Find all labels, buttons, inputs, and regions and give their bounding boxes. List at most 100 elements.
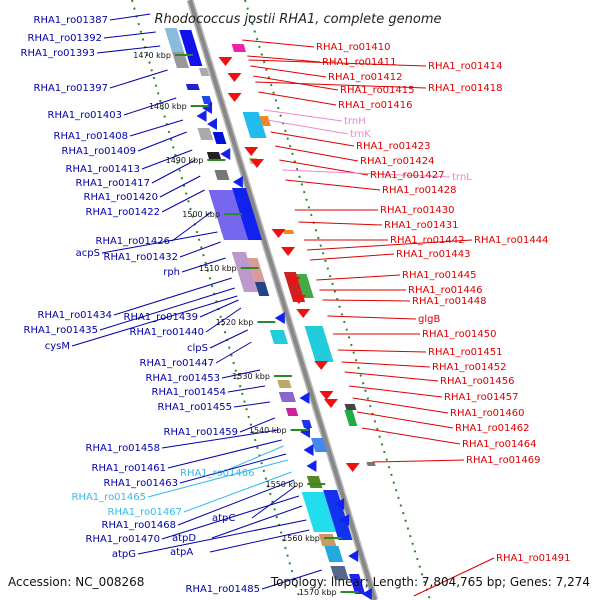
- plus-label-connector: [310, 253, 395, 261]
- plus-gene-label[interactable]: RHA1_ro01446: [408, 285, 483, 296]
- plus-gene-label[interactable]: RHA1_ro01415: [340, 85, 415, 96]
- plus-gene-label[interactable]: RHA1_ro01452: [432, 362, 507, 373]
- minus-gene-label[interactable]: RHA1_ro01403: [48, 110, 123, 121]
- minus-gene-label[interactable]: RHA1_ro01461: [92, 463, 167, 474]
- minus-gene-label[interactable]: RHA1_ro01408: [54, 131, 129, 142]
- minus-label-connector: [251, 485, 297, 519]
- plus-gene-label[interactable]: glgB: [418, 314, 440, 325]
- minus-gene-arrow: [306, 460, 317, 472]
- minus-label-connector: [179, 241, 221, 258]
- plus-gene-label[interactable]: RHA1_ro01414: [428, 61, 503, 72]
- minus-gene-label[interactable]: atpC: [212, 513, 235, 524]
- minus-gene-label[interactable]: RHA1_ro01387: [34, 15, 109, 26]
- minus-gene-label[interactable]: RHA1_ro01435: [24, 325, 99, 336]
- minus-gene-label[interactable]: RHA1_ro01422: [86, 207, 161, 218]
- minus-gene-label[interactable]: RHA1_ro01454: [152, 387, 227, 398]
- minus-gene-label[interactable]: RHA1_ro01458: [86, 443, 161, 454]
- minus-gene-label[interactable]: RHA1_ro01465: [72, 492, 147, 503]
- minus-gene-label[interactable]: RHA1_ro01485: [186, 584, 261, 595]
- plus-gene-label[interactable]: RHA1_ro01451: [428, 347, 503, 358]
- plus-gene-label[interactable]: RHA1_ro01457: [444, 392, 519, 403]
- plus-gene-arrow: [345, 463, 360, 472]
- plus-gene-label[interactable]: RHA1_ro01430: [380, 205, 455, 216]
- plus-gene-label[interactable]: RHA1_ro01464: [462, 439, 537, 450]
- plus-gene-label[interactable]: RHA1_ro01448: [412, 296, 487, 307]
- minus-gene-label[interactable]: RHA1_ro01447: [140, 358, 215, 369]
- minus-gene-label[interactable]: atpG: [112, 549, 136, 560]
- plus-gene-label[interactable]: trnK: [350, 129, 371, 140]
- minus-gene-arrow: [348, 550, 359, 562]
- minus-gene-label[interactable]: RHA1_ro01440: [130, 327, 205, 338]
- minus-gene-block: [197, 128, 214, 140]
- minus-gene-block: [201, 96, 213, 104]
- plus-gene-label[interactable]: RHA1_ro01416: [338, 100, 413, 111]
- minus-label-connector: [137, 131, 187, 152]
- minus-label-connector: [147, 459, 288, 498]
- minus-label-connector: [183, 471, 292, 513]
- minus-gene-block: [254, 282, 270, 296]
- minus-gene-label[interactable]: atpD: [172, 533, 196, 544]
- plus-label-connector: [282, 169, 451, 178]
- minus-gene-label[interactable]: RHA1_ro01466: [180, 468, 255, 479]
- minus-gene-label[interactable]: cysM: [45, 341, 70, 352]
- minus-gene-label[interactable]: RHA1_ro01413: [66, 164, 141, 175]
- plus-gene-label[interactable]: RHA1_ro01443: [396, 249, 471, 260]
- plus-gene-label[interactable]: RHA1_ro01410: [316, 42, 391, 53]
- minus-gene-label[interactable]: RHA1_ro01439: [124, 312, 199, 323]
- plus-gene-label[interactable]: RHA1_ro01424: [360, 156, 435, 167]
- minus-gene-label[interactable]: RHA1_ro01470: [86, 534, 161, 545]
- plus-gene-label[interactable]: RHA1_ro01423: [356, 141, 431, 152]
- plus-gene-label[interactable]: RHA1_ro01456: [440, 376, 515, 387]
- plus-gene-label[interactable]: RHA1_ro01469: [466, 455, 541, 466]
- minus-label-connector: [113, 277, 232, 316]
- minus-gene-arrow: [196, 110, 207, 122]
- minus-gene-block: [277, 380, 292, 388]
- minus-label-connector: [109, 13, 151, 21]
- minus-gene-label[interactable]: RHA1_ro01468: [102, 520, 177, 531]
- minus-gene-label[interactable]: clpS: [187, 343, 208, 354]
- minus-gene-label[interactable]: RHA1_ro01432: [104, 252, 179, 263]
- plus-gene-label[interactable]: RHA1_ro01445: [402, 270, 477, 281]
- plus-gene-label[interactable]: RHA1_ro01412: [328, 72, 403, 83]
- minus-gene-label[interactable]: RHA1_ro01409: [62, 146, 137, 157]
- plus-gene-arrow: [314, 361, 329, 370]
- plus-gene-label[interactable]: RHA1_ro01428: [382, 185, 457, 196]
- minus-gene-label[interactable]: RHA1_ro01392: [28, 33, 103, 44]
- minus-gene-block: [206, 152, 222, 160]
- minus-label-connector: [221, 369, 261, 379]
- plus-gene-label[interactable]: RHA1_ro01411: [322, 57, 397, 68]
- plus-gene-label[interactable]: RHA1_ro01462: [455, 423, 530, 434]
- plus-gene-label[interactable]: trnH: [344, 116, 366, 127]
- minus-gene-label[interactable]: RHA1_ro01426: [96, 236, 171, 247]
- plus-label-connector: [248, 59, 427, 67]
- plus-gene-label[interactable]: RHA1_ro01442: [390, 235, 465, 246]
- minus-gene-block: [214, 170, 230, 180]
- plus-label-connector: [274, 145, 359, 162]
- minus-gene-label[interactable]: RHA1_ro01467: [108, 507, 183, 518]
- minus-gene-label[interactable]: RHA1_ro01434: [38, 310, 113, 321]
- plus-gene-label[interactable]: RHA1_ro01431: [384, 220, 459, 231]
- minus-gene-label[interactable]: RHA1_ro01393: [21, 48, 96, 59]
- minus-gene-label[interactable]: rph: [163, 267, 180, 278]
- plus-gene-label[interactable]: RHA1_ro01450: [422, 329, 497, 340]
- minus-label-connector: [137, 519, 307, 555]
- plus-gene-label[interactable]: RHA1_ro01444: [474, 235, 549, 246]
- minus-gene-label[interactable]: atpA: [170, 547, 193, 558]
- minus-label-connector: [227, 385, 266, 393]
- minus-gene-label[interactable]: RHA1_ro01420: [84, 192, 159, 203]
- minus-label-connector: [215, 341, 252, 364]
- plus-label-connector: [316, 274, 401, 281]
- minus-gene-label[interactable]: RHA1_ro01455: [158, 402, 233, 413]
- minus-gene-label[interactable]: acpS: [76, 248, 100, 259]
- minus-gene-label[interactable]: RHA1_ro01453: [146, 373, 221, 384]
- plus-gene-label[interactable]: RHA1_ro01418: [428, 83, 503, 94]
- plus-gene-label[interactable]: trnL: [452, 172, 472, 183]
- minus-gene-label[interactable]: RHA1_ro01417: [76, 178, 151, 189]
- minus-gene-label[interactable]: RHA1_ro01463: [104, 478, 179, 489]
- plus-gene-label[interactable]: RHA1_ro01460: [450, 408, 525, 419]
- minus-gene-label[interactable]: RHA1_ro01459: [164, 427, 239, 438]
- plus-gene-label[interactable]: RHA1_ro01427: [370, 170, 445, 181]
- plus-gene-label[interactable]: RHA1_ro01491: [496, 553, 571, 564]
- minus-label-connector: [109, 69, 168, 89]
- minus-gene-label[interactable]: RHA1_ro01397: [34, 83, 109, 94]
